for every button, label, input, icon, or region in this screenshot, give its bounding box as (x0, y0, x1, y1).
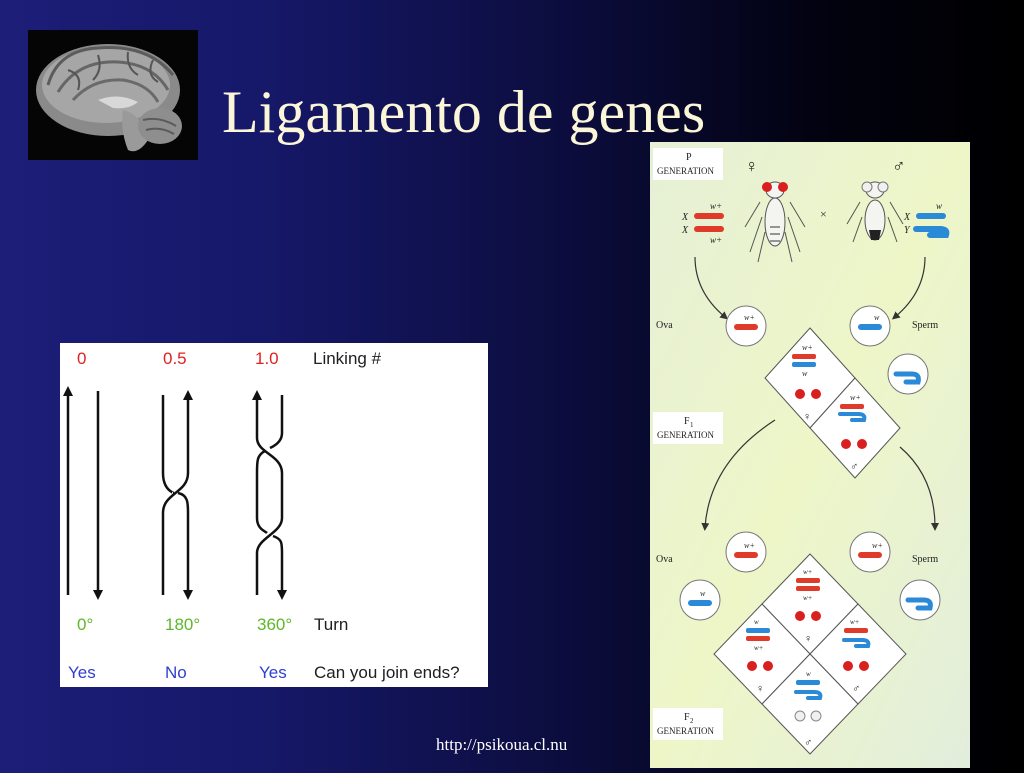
f2-top-allele-1: w+ (803, 568, 813, 576)
p-ova-label: Ova (656, 320, 673, 331)
f2-ova-allele-1: w+ (744, 541, 755, 550)
strand-pair-2 (252, 390, 287, 600)
linking-number-diagram: 0 0.5 1.0 Linking # 0° 180° 360° Turn (60, 343, 488, 687)
f1-female-allele-bottom: w (802, 369, 808, 378)
p-generation-letter: P (686, 152, 692, 163)
female-symbol: ♀ (745, 156, 759, 176)
f2-letter: F (684, 712, 690, 723)
male-allele: w (936, 201, 942, 211)
turn-value-2: 360° (257, 615, 293, 634)
f2-sperm-allele: w+ (872, 541, 883, 550)
cross-symbol: × (820, 207, 827, 221)
f2-subscript: 2 (690, 717, 694, 725)
p-sperm-label: Sperm (912, 320, 938, 331)
strand-pair-1 (161, 390, 193, 600)
f1-subscript: 1 (690, 421, 694, 429)
f2-left-allele-1: w (754, 618, 759, 626)
male-x-label: X (903, 212, 911, 223)
join-value-1: No (165, 663, 187, 682)
p-generation-label: GENERATION (657, 166, 714, 176)
male-symbol: ♂ (892, 156, 906, 176)
f2-left-symbol: ♀ (756, 683, 764, 695)
f2-ova-allele-2: w (700, 589, 706, 598)
female-fly (744, 181, 806, 263)
strand-pair-0 (63, 386, 103, 600)
p-ova-allele: w+ (744, 313, 755, 322)
turn-value-0: 0° (77, 615, 94, 634)
f2-ova-label: Ova (656, 554, 673, 565)
brain-image (28, 30, 198, 160)
footer-url-link[interactable]: http://psikoua.cl.nu (436, 735, 568, 754)
linking-value-1: 0.5 (163, 349, 187, 368)
male-fly (846, 181, 904, 243)
f2-sperm-label: Sperm (912, 554, 938, 565)
f1-letter: F (684, 416, 690, 427)
p-sperm-allele: w (874, 313, 880, 322)
join-label: Can you join ends? (314, 663, 460, 682)
linking-value-0: 0 (77, 349, 87, 368)
f1-male-allele: w+ (850, 393, 861, 402)
linking-value-2: 1.0 (255, 349, 279, 368)
female-x2-label: X (681, 225, 689, 236)
f2-generation-label: GENERATION (657, 726, 714, 736)
f2-top-allele-2: w+ (803, 594, 813, 602)
join-value-2: Yes (259, 663, 287, 682)
male-y-label: Y (904, 225, 911, 236)
f2-right-allele: w+ (850, 618, 860, 626)
strand-drawings (63, 386, 287, 600)
turn-label: Turn (314, 615, 349, 634)
join-value-0: Yes (68, 663, 96, 682)
f2-left-allele-2: w+ (754, 644, 764, 652)
linking-header: Linking # (313, 349, 382, 368)
female-allele-1: w+ (710, 201, 722, 211)
f1-male-symbol: ♂ (850, 461, 858, 473)
female-x1-label: X (681, 212, 689, 223)
female-allele-2: w+ (710, 235, 722, 245)
f1-female-symbol: ♀ (803, 411, 811, 423)
f2-right-symbol: ♂ (852, 683, 860, 695)
sex-linked-inheritance-diagram: P GENERATION ♀ ♂ × X X w+ w+ (650, 142, 970, 768)
f2-bottom-allele: w (806, 670, 811, 678)
f2-bottom-symbol: ♂ (804, 737, 812, 749)
f2-top-symbol: ♀ (804, 633, 812, 645)
f1-female-allele-top: w+ (802, 343, 813, 352)
turn-value-1: 180° (165, 615, 201, 634)
f1-generation-label: GENERATION (657, 430, 714, 440)
slide-title: Ligamento de genes (222, 79, 706, 145)
